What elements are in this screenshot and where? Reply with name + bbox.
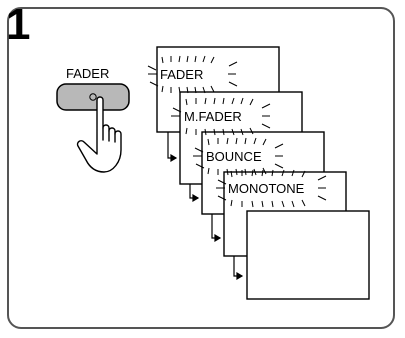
connector-arrow-1: [168, 132, 176, 161]
screen-5: [247, 211, 369, 299]
screen-label-4: MONOTONE: [228, 181, 305, 196]
screen-label-1: FADER: [160, 67, 203, 82]
connector-arrow-3: [212, 214, 220, 241]
screen-label-2: M.FADER: [184, 109, 242, 124]
connector-arrow-4: [234, 256, 242, 279]
screen-label-3: BOUNCE: [206, 149, 262, 164]
connector-arrow-2: [190, 184, 198, 201]
fader-button[interactable]: [57, 84, 129, 110]
